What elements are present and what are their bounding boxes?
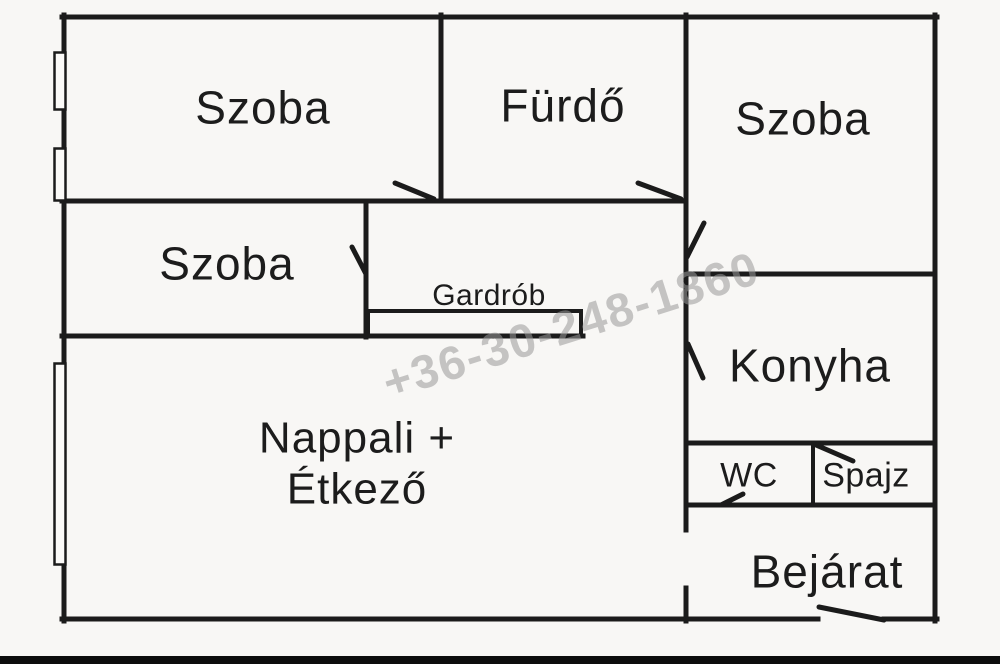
- room-label-szoba-3: Szoba: [735, 92, 871, 145]
- room-label-szoba-2: Szoba: [159, 237, 295, 290]
- room-label-gardrob: Gardrób: [432, 278, 546, 312]
- room-label-wc: WC: [720, 456, 778, 495]
- door-swing-bejarat: [816, 604, 887, 623]
- room-label-furdo: Fürdő: [500, 79, 626, 132]
- photo-bottom-bar: [0, 656, 1000, 664]
- door-swing-szoba2: [349, 244, 369, 277]
- window-szoba1-lower: [53, 147, 67, 202]
- door-swing-szoba3: [684, 220, 707, 260]
- room-label-bejarat: Bejárat: [750, 545, 904, 598]
- room-label-nappali-etkezo: Nappali + Étkező: [259, 413, 455, 514]
- room-label-szoba-1: Szoba: [195, 81, 331, 134]
- room-label-spajz: Spajz: [822, 456, 910, 495]
- window-szoba1-upper: [53, 51, 67, 111]
- room-label-konyha: Konyha: [728, 339, 892, 392]
- door-swing-spajz: [813, 442, 856, 464]
- door-swing-furdo: [635, 180, 684, 202]
- door-swing-konyha: [685, 341, 706, 381]
- window-nappali: [53, 362, 67, 566]
- room-label-nappali-line1: Nappali +: [258, 413, 456, 463]
- door-swing-wc: [718, 491, 746, 508]
- room-label-nappali-line2: Étkező: [286, 464, 428, 513]
- door-swing-szoba1: [392, 180, 437, 202]
